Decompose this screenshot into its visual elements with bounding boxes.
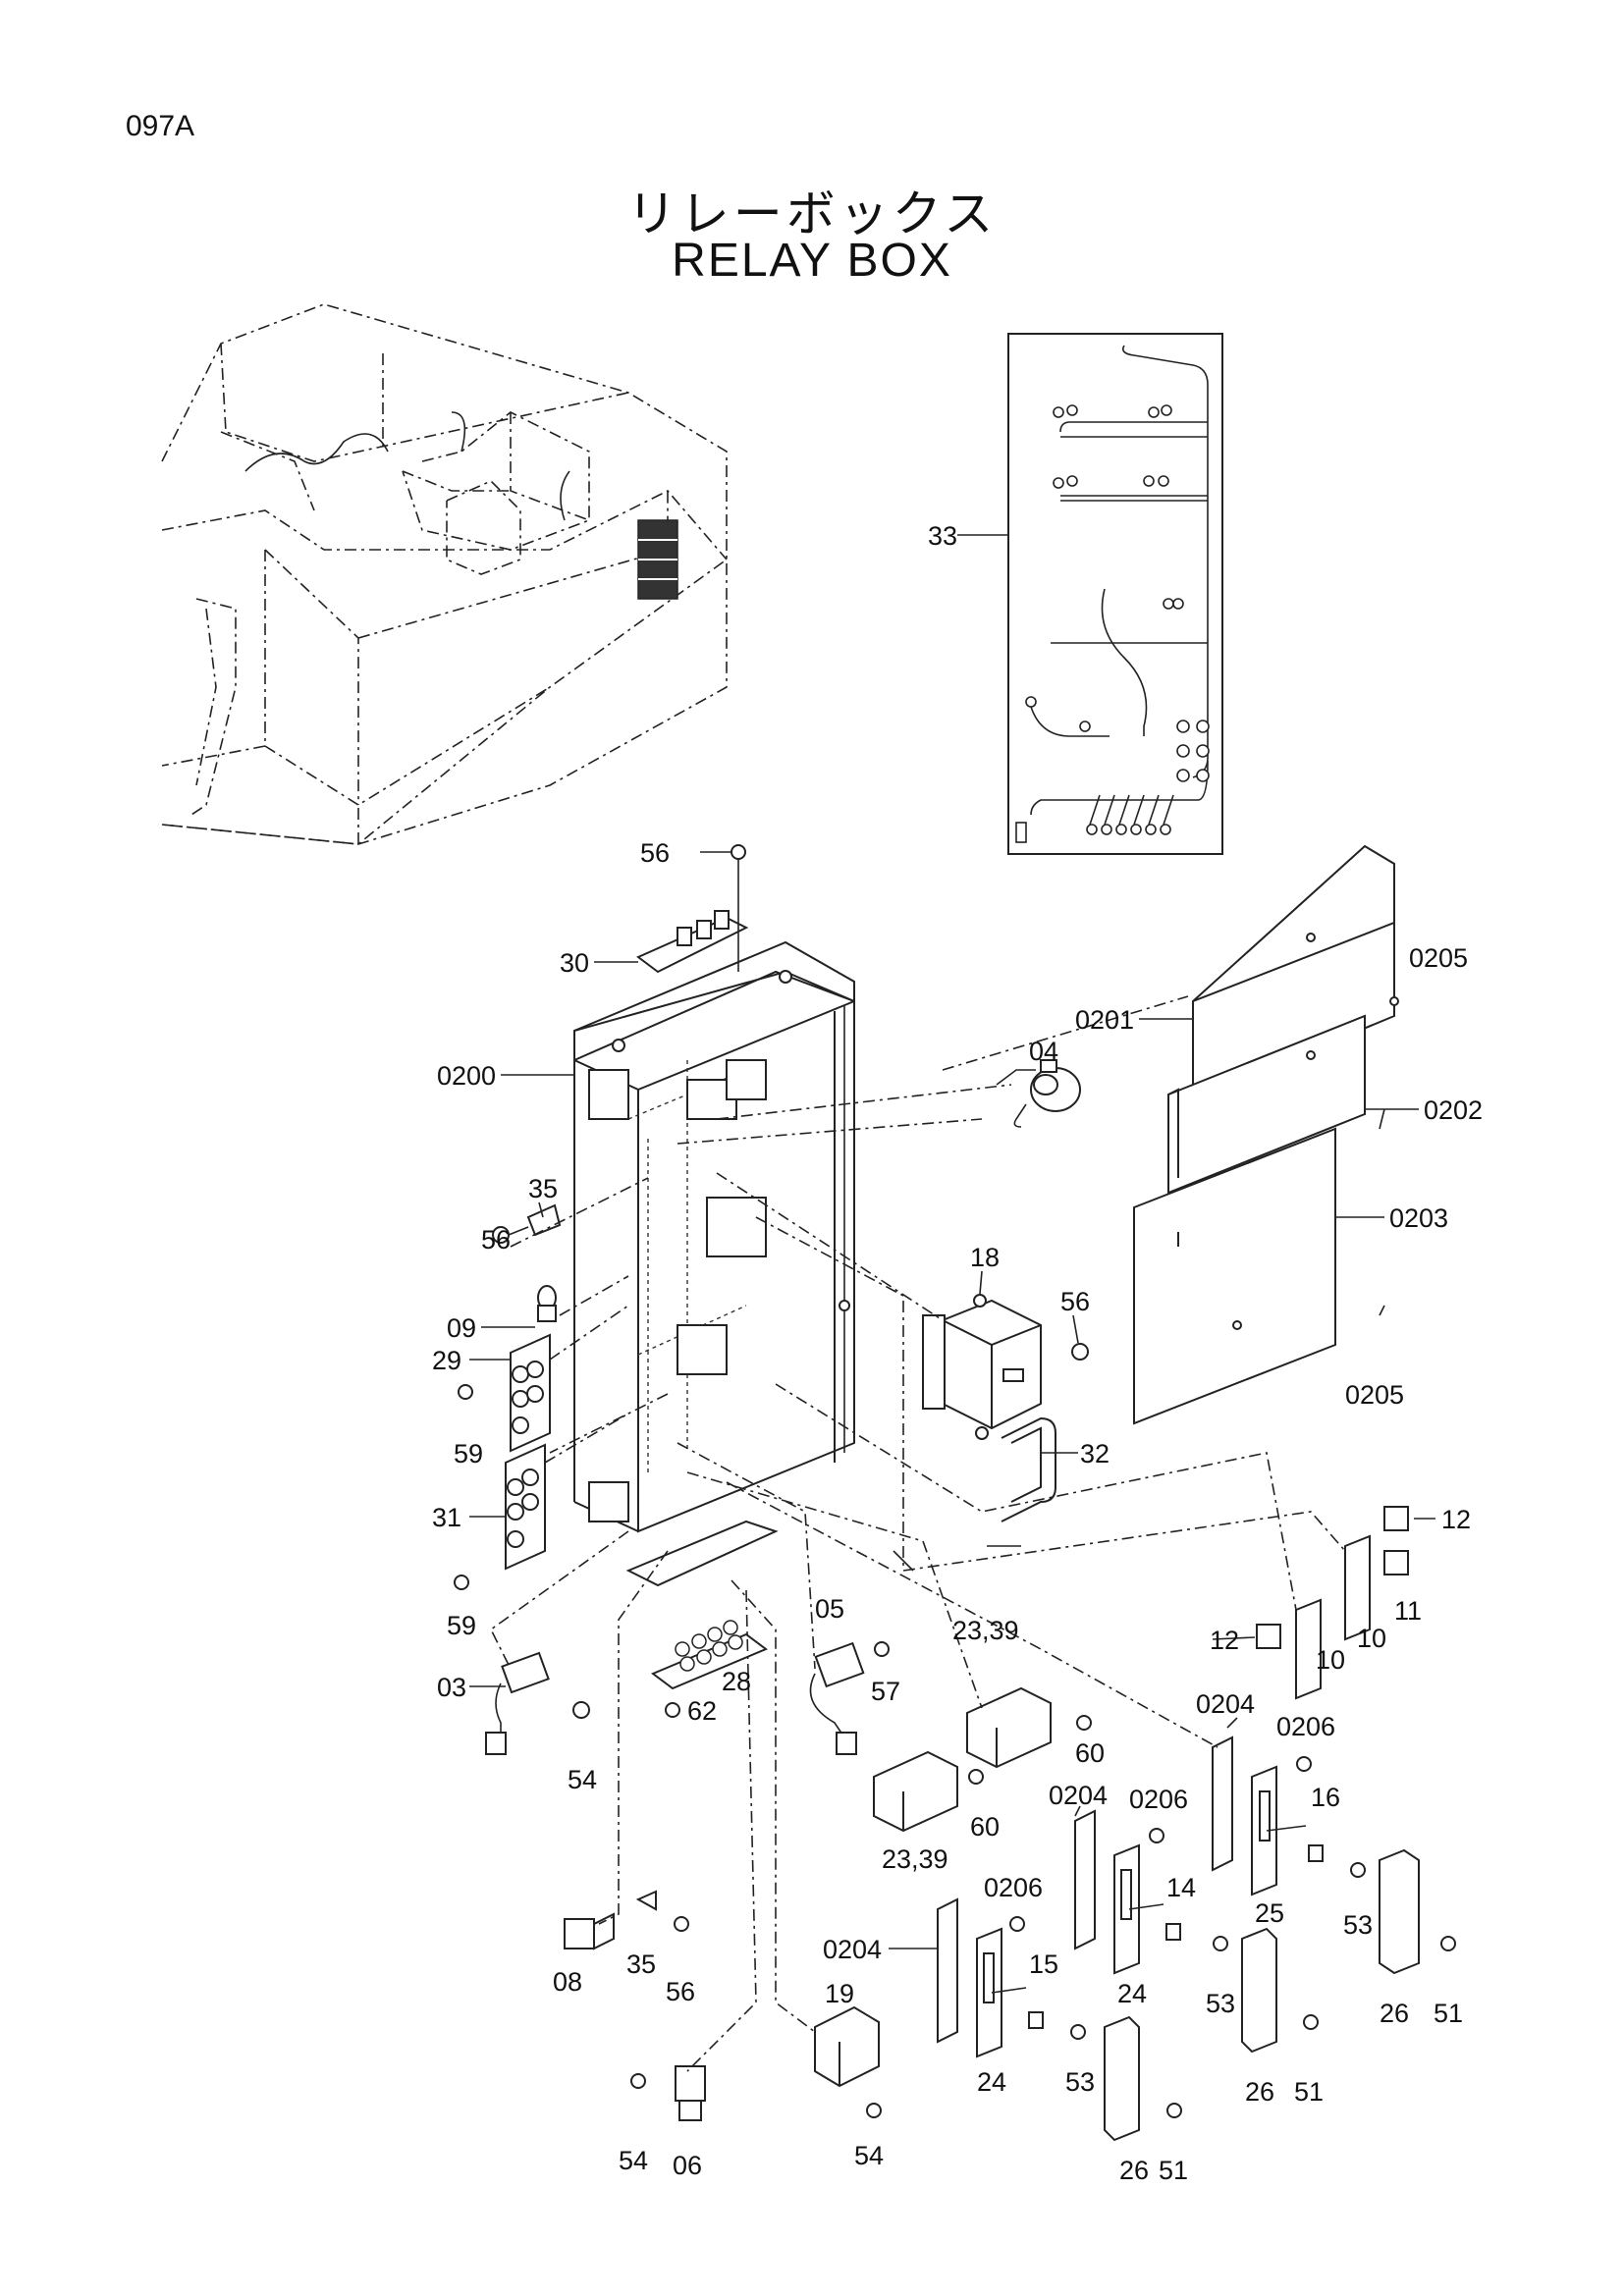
callout-51: 51 xyxy=(1294,2077,1324,2107)
callout-30: 30 xyxy=(560,948,589,978)
callout-0206: 0206 xyxy=(1129,1785,1188,1814)
callout-60: 60 xyxy=(970,1812,1000,1842)
relay-18 xyxy=(922,1294,1089,1440)
callout-19: 19 xyxy=(825,1979,854,2008)
covers xyxy=(1133,844,1399,1425)
machine-overview xyxy=(161,303,728,845)
callout-12: 12 xyxy=(1210,1626,1239,1655)
resistor-block-28 xyxy=(651,1620,768,1718)
callout-06: 06 xyxy=(673,2151,702,2180)
callout-60: 60 xyxy=(1075,1738,1105,1768)
callout-0204: 0204 xyxy=(1049,1781,1108,1810)
callout-0205: 0205 xyxy=(1409,943,1468,973)
callout-26: 26 xyxy=(1245,2077,1274,2107)
callout-35: 35 xyxy=(626,1949,656,1979)
callout-26: 26 xyxy=(1380,1999,1409,2028)
title-japanese: リレーボックス xyxy=(626,186,998,242)
callout-53: 53 xyxy=(1206,1989,1235,2018)
callout-08: 08 xyxy=(553,1967,582,1997)
callout-31: 31 xyxy=(432,1503,461,1532)
page-code: 097A xyxy=(126,110,195,142)
callout-labels: 33 56 30 0205 0201 04 0202 0200 0203 35 … xyxy=(432,521,1483,2185)
callout-23-39: 23,39 xyxy=(882,1844,948,1874)
terminal-block-30 xyxy=(636,844,749,974)
callout-35: 35 xyxy=(528,1174,558,1203)
callout-29: 29 xyxy=(432,1346,461,1375)
callout-26: 26 xyxy=(1119,2156,1149,2185)
title-english: RELAY BOX xyxy=(672,235,952,287)
relays-23-39 xyxy=(873,1686,1092,1833)
callout-18: 18 xyxy=(970,1243,1000,1272)
callout-11: 11 xyxy=(1394,1596,1422,1626)
callout-04: 04 xyxy=(1029,1037,1058,1066)
callout-0201: 0201 xyxy=(1075,1005,1134,1035)
callout-03: 03 xyxy=(437,1673,466,1702)
callout-56: 56 xyxy=(1060,1287,1090,1316)
callout-56: 56 xyxy=(481,1225,511,1255)
callout-12: 12 xyxy=(1441,1505,1471,1534)
callout-62: 62 xyxy=(687,1696,717,1726)
handle-32 xyxy=(1001,1416,1056,1522)
callout-10: 10 xyxy=(1357,1624,1386,1653)
callout-0200: 0200 xyxy=(437,1061,496,1091)
callout-56: 56 xyxy=(640,838,670,868)
callout-15: 15 xyxy=(1029,1949,1058,1979)
left-side-parts xyxy=(454,1203,562,1590)
switch-panel-10 xyxy=(1256,1506,1409,1700)
callout-0204: 0204 xyxy=(823,1935,882,1964)
callout-0205: 0205 xyxy=(1345,1380,1404,1410)
callout-59: 59 xyxy=(447,1611,476,1640)
callout-59: 59 xyxy=(454,1439,483,1468)
bracket-sets xyxy=(937,1735,1456,2142)
callout-54: 54 xyxy=(854,2141,884,2170)
callout-53: 53 xyxy=(1343,1910,1373,1940)
callout-25: 25 xyxy=(1255,1898,1284,1928)
callout-0202: 0202 xyxy=(1424,1095,1483,1125)
callout-24: 24 xyxy=(977,2067,1006,2097)
callout-0204: 0204 xyxy=(1196,1689,1255,1719)
callout-56: 56 xyxy=(666,1977,695,2006)
callout-23-39: 23,39 xyxy=(952,1616,1019,1645)
callout-0206: 0206 xyxy=(1276,1712,1335,1741)
callout-10: 10 xyxy=(1316,1645,1345,1675)
callout-14: 14 xyxy=(1166,1873,1196,1902)
callout-53: 53 xyxy=(1065,2067,1095,2097)
callout-54: 54 xyxy=(619,2146,648,2175)
misc-relays xyxy=(485,1641,890,2121)
callout-0203: 0203 xyxy=(1389,1203,1448,1233)
callout-51: 51 xyxy=(1434,1999,1463,2028)
callout-51: 51 xyxy=(1159,2156,1188,2185)
callout-33: 33 xyxy=(928,521,957,551)
flasher-04 xyxy=(996,1059,1081,1128)
callout-16: 16 xyxy=(1311,1783,1340,1812)
callout-24: 24 xyxy=(1117,1979,1147,2008)
callout-09: 09 xyxy=(447,1313,476,1343)
relay-box-frame xyxy=(573,940,855,1587)
callout-54: 54 xyxy=(568,1765,597,1794)
callout-05: 05 xyxy=(815,1594,844,1624)
callout-28: 28 xyxy=(722,1667,751,1696)
leader-lines xyxy=(469,534,1435,1949)
callout-57: 57 xyxy=(871,1677,900,1706)
connection-lines xyxy=(489,995,1346,2072)
harness-inset xyxy=(1007,333,1223,855)
callout-32: 32 xyxy=(1080,1439,1110,1468)
callout-0206: 0206 xyxy=(984,1873,1043,1902)
